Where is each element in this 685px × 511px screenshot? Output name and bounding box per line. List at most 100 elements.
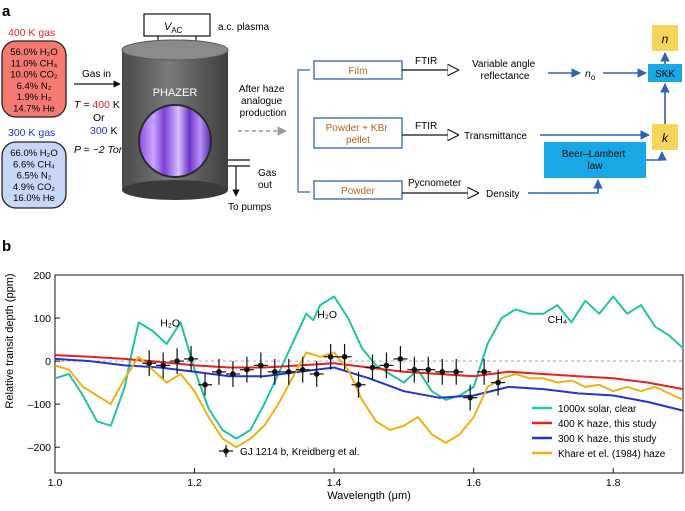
gas400-line: 56.0% H₂O	[10, 47, 58, 58]
skk-label: SKK	[655, 69, 675, 80]
gas300-title: 300 K gas	[8, 127, 55, 139]
gas-out-line-2: out	[258, 180, 272, 191]
gas400-line: 1.9% H₂	[17, 92, 52, 103]
to-pumps-label: To pumps	[228, 202, 271, 213]
x-tick-label: 1.4	[327, 477, 342, 489]
legend-label: Khare et el. (1984) haze	[558, 449, 666, 460]
phazer-label: PHAZER	[153, 87, 198, 99]
data-point	[435, 358, 450, 385]
data-point	[393, 346, 408, 372]
data-point	[170, 348, 185, 374]
data-point	[184, 346, 199, 372]
legend-label: 1000x solar, clear	[558, 404, 637, 415]
chart-annotations: H₂O H₂O CH₄	[160, 309, 567, 330]
temperature-300: 300 K	[90, 125, 117, 137]
powder-label: Powder	[341, 186, 376, 197]
data-point	[449, 358, 464, 385]
sample-bracket	[297, 69, 310, 193]
pressure-label: P = ~2 Torr	[74, 144, 126, 156]
plot-frame	[54, 274, 684, 474]
after-haze-line-1: After haze	[239, 84, 285, 95]
data-point	[351, 371, 366, 398]
beer-lambert-line-2: law	[587, 161, 603, 172]
data-point	[142, 350, 157, 377]
temp-or: Or	[93, 112, 105, 124]
gas300-line: 66.0% H₂O	[10, 148, 58, 159]
panel-b-label: b	[2, 238, 11, 255]
obs-legend-label: GJ 1214 b, Kreidberg et al.	[240, 447, 360, 458]
y-tick-label: –100	[28, 399, 52, 411]
pycnometer-label: Pycnometer	[408, 178, 462, 189]
legend-label: 300 K haze, this study	[558, 434, 656, 445]
y-tick-label: 200	[33, 270, 51, 282]
data-point	[156, 352, 171, 379]
powder-kbr-label: Powder + KBr pellet	[326, 123, 391, 146]
y-axis-label: Relative transit depth (ppm)	[4, 273, 16, 408]
beer-lambert-line-1: Beer–Lambert	[562, 149, 626, 160]
chart-observations	[142, 343, 506, 411]
variable-angle-label: Variable angle reflectance	[472, 59, 538, 82]
gas300-line: 4.9% CO₂	[13, 182, 56, 193]
data-point	[477, 358, 492, 385]
data-point	[463, 384, 478, 411]
temperature-label: T = 400 K	[74, 99, 120, 111]
variable-angle-line-2: reflectance	[481, 71, 530, 82]
skk-box	[648, 64, 682, 82]
x-tick-label: 1.2	[187, 477, 202, 489]
y-tick-label: –200	[28, 442, 52, 454]
data-point	[407, 356, 422, 383]
data-point	[323, 343, 338, 370]
variable-angle-line-1: Variable angle	[472, 59, 536, 70]
no-sub: o	[591, 73, 596, 82]
temp-300: 300	[90, 125, 108, 137]
temp-suffix-1: K	[110, 99, 120, 111]
k-box	[652, 124, 678, 150]
gas400-line: 14.7% He	[13, 104, 55, 115]
data-point	[225, 361, 240, 387]
vac-sub: AC	[171, 26, 182, 35]
vac-label: VAC	[164, 21, 183, 35]
ftir-label-1: FTIR	[415, 56, 437, 67]
x-tick-label: 1.0	[48, 477, 63, 489]
series-line	[54, 295, 684, 440]
gas400-box	[1, 40, 67, 118]
data-point	[281, 358, 296, 385]
density-to-beer-arrow	[528, 179, 603, 194]
n-box	[652, 25, 678, 51]
powder-kbr-box	[313, 117, 403, 149]
powder-box	[313, 180, 403, 200]
chart-series	[54, 295, 684, 449]
data-point	[309, 361, 324, 387]
molecule-annotation: CH₄	[548, 314, 567, 326]
x-tick-label: 1.8	[606, 477, 621, 489]
y-tick-label: 100	[33, 313, 51, 325]
obs-legend-marker	[223, 448, 229, 454]
data-point	[267, 358, 282, 385]
legend-label: 400 K haze, this study	[558, 419, 656, 430]
vac-symbol: V	[164, 21, 173, 33]
molecule-annotation: H₂O	[160, 318, 180, 330]
powder-kbr-line-1: Powder + KBr	[326, 123, 389, 134]
molecule-annotation: H₂O	[317, 309, 337, 321]
gas400-line: 10.0% CO₂	[10, 70, 58, 81]
ac-plasma-label: a.c. plasma	[218, 22, 270, 33]
gas-out-line-1: Gas	[258, 168, 276, 179]
gas400-line: 6.4% N₂	[17, 81, 52, 92]
plasma-window	[138, 104, 212, 178]
temp-prefix: T =	[74, 99, 92, 111]
beer-to-k-arrow	[646, 151, 667, 161]
data-point	[491, 369, 506, 396]
gas-in-label: Gas in	[82, 69, 111, 80]
beer-lambert-label: Beer–Lambert law	[562, 149, 628, 172]
transmittance-label: Transmittance	[464, 131, 527, 142]
temp-suffix-2: K	[108, 125, 118, 137]
chart-legend: 1000x solar, clear 400 K haze, this study…	[219, 404, 666, 460]
gas400-title: 400 K gas	[8, 27, 55, 39]
density-label: Density	[486, 189, 519, 200]
beer-lambert-box	[544, 142, 646, 178]
data-point	[379, 352, 394, 379]
after-haze-label: After haze analogue production	[239, 84, 287, 119]
